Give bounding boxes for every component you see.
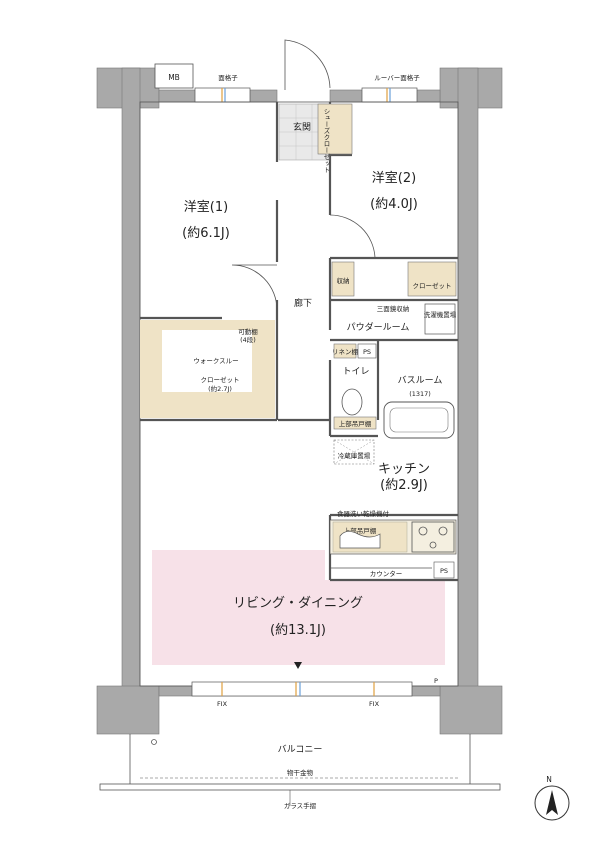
shoes-closet — [317, 103, 353, 155]
room2-closet — [407, 261, 457, 297]
room2-closet-label: クローゼット — [413, 281, 452, 290]
bathroom-label: バスルーム — [398, 375, 443, 386]
wic-area-label: (約2.7J) — [208, 384, 232, 393]
room2-area: (約4.0J) — [370, 197, 418, 212]
bathtub — [383, 401, 455, 439]
room1-area: (約6.1J) — [182, 226, 230, 241]
counter-label: カウンター — [370, 569, 403, 578]
entrance-label: 玄関 — [293, 121, 311, 133]
balcony-label: バルコニー — [278, 744, 323, 755]
north-label: N — [546, 775, 552, 784]
linen-label: リネン棚 — [332, 347, 359, 356]
room2-name: 洋室(2) — [372, 170, 416, 186]
glass-railing-label: ガラス手摺 — [284, 801, 317, 810]
cooktop — [411, 521, 455, 553]
ps-label: PS — [363, 348, 371, 356]
movable-shelf-label: 可動棚 — [238, 327, 258, 336]
washer-space — [424, 303, 456, 335]
room2-door[interactable] — [329, 214, 376, 259]
p-label: P — [434, 677, 438, 685]
entry-marker — [294, 662, 302, 669]
north-arrow-icon — [534, 785, 570, 821]
kitchen-name: キッチン — [378, 462, 430, 477]
ps-box — [357, 343, 377, 359]
glass-railing — [99, 783, 501, 791]
drying-rack-label: 物干金物 — [287, 768, 314, 777]
walk-through-label: ウォークスルー — [193, 357, 238, 365]
bottom-window[interactable] — [191, 681, 413, 697]
powder-room-label: パウダールーム — [347, 321, 410, 333]
fridge-label: 冷蔵庫置場 — [338, 451, 371, 460]
kitchen-cabinet-label: 上部吊戸棚 — [344, 526, 377, 535]
upper-cabinet-label: 上部吊戸棚 — [339, 419, 372, 428]
kitchen-area: (約2.9J) — [380, 478, 428, 493]
ps2-box — [433, 561, 455, 579]
mirror-storage-label: 三面鏡収納 — [377, 304, 410, 313]
walk-through-floor — [162, 330, 252, 392]
ps2-label: PS — [440, 567, 448, 575]
washer-label: 洗濯機置場 — [424, 310, 457, 319]
upper-cabinet-toilet — [333, 416, 377, 430]
linen-shelf — [333, 343, 357, 359]
dishwasher-label: 食器洗い乾燥機付 — [337, 509, 390, 518]
mb-label: MB — [168, 73, 180, 82]
room1-name: 洋室(1) — [184, 199, 228, 215]
grille-label: 面格子 — [218, 73, 238, 82]
louver-grille-label: ルーバー面格子 — [374, 73, 420, 82]
hallway-label: 廊下 — [294, 297, 312, 309]
fix-left-label: FIX — [217, 700, 228, 708]
living-name: リビング・ダイニング — [233, 596, 363, 611]
storage — [331, 261, 355, 297]
mb-box — [154, 63, 194, 89]
shoes-closet-label: シューズクローゼット — [322, 108, 330, 173]
room1-door[interactable] — [231, 264, 278, 311]
sink — [339, 531, 381, 549]
movable-shelf-count: (4段) — [240, 335, 256, 344]
fix-right-label: FIX — [369, 700, 380, 708]
storage-label: 収納 — [337, 276, 350, 285]
wic-closet-label: クローゼット — [201, 375, 240, 384]
living-area: (約13.1J) — [270, 623, 326, 638]
living-dining-area — [152, 550, 445, 665]
bathroom-size: (1317) — [409, 390, 431, 398]
toilet-label: トイレ — [342, 367, 369, 377]
toilet-fixture — [341, 388, 363, 416]
entrance-door[interactable] — [284, 39, 331, 90]
